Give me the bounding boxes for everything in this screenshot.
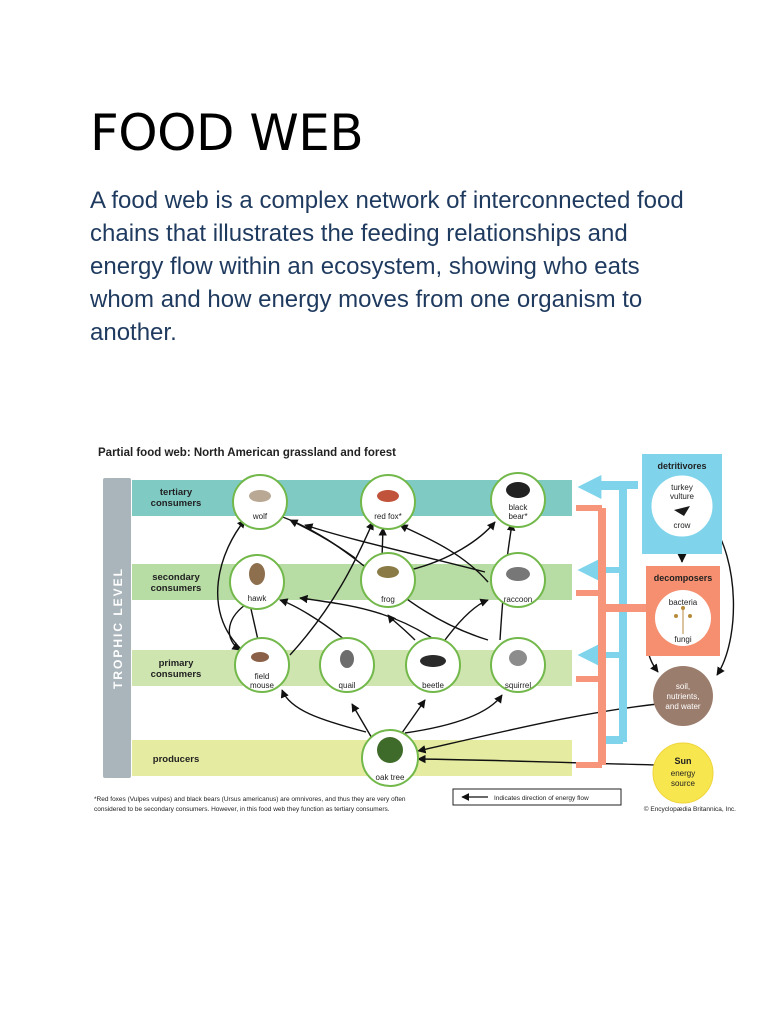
arrow-beetle-to-hawk — [299, 594, 436, 641]
node-beetle: beetle — [405, 637, 461, 693]
svg-text:quail: quail — [339, 681, 356, 690]
field-mouse-icon — [251, 652, 269, 662]
arrow-frog-to-wolf — [289, 519, 356, 559]
svg-text:frog: frog — [381, 595, 395, 604]
trophic-level-label: TROPHIC LEVEL — [111, 567, 125, 689]
arrow-mouse-to-fox — [289, 521, 374, 656]
figure-title: Partial food web: North American grassla… — [98, 447, 396, 459]
arrow-oak-to-squirrel — [404, 694, 503, 734]
svg-text:crow: crow — [674, 521, 691, 530]
node-squirrel: squirrel — [490, 637, 546, 693]
fungi-icon — [674, 606, 692, 634]
node-quail: quail — [319, 637, 375, 693]
arrow-raccoon-to-wolf — [304, 523, 486, 573]
decomposer-flows — [576, 505, 648, 768]
arrow-beetle-to-frog — [387, 614, 416, 641]
arrow-oak-to-mouse — [280, 689, 367, 733]
decomposers-box: decomposers bacteria fungi — [646, 566, 720, 656]
svg-text:beetle: beetle — [422, 681, 444, 690]
beetle-icon — [420, 655, 446, 667]
raccoon-icon — [506, 567, 530, 581]
arrow-beetle-to-raccoon — [444, 598, 489, 641]
svg-text:soil,nutrients,and water: soil,nutrients,and water — [665, 682, 700, 711]
arrow-frog-to-bear — [409, 521, 496, 571]
black-bear-icon — [506, 482, 530, 498]
arrow-hawk-loop — [228, 604, 246, 651]
node-raccoon: raccoon — [490, 552, 546, 608]
node-hawk: hawk — [229, 554, 285, 610]
frog-icon — [377, 566, 399, 578]
node-wolf: wolf — [232, 474, 288, 530]
svg-text:wolf: wolf — [252, 512, 268, 521]
food-web-diagram: Partial food web: North American grassla… — [94, 447, 736, 813]
oak-tree-icon — [377, 737, 403, 763]
quail-icon — [340, 650, 354, 668]
page-title: FOOD WEB — [90, 104, 364, 162]
node-red-fox: red fox* — [360, 474, 416, 530]
wolf-icon — [249, 490, 271, 502]
intro-paragraph: A food web is a complex network of inter… — [90, 187, 684, 346]
svg-text:decomposers: decomposers — [654, 573, 713, 583]
svg-text:hawk: hawk — [248, 594, 268, 603]
soil-node: soil,nutrients,and water — [653, 666, 713, 726]
node-oak-tree: oak tree — [361, 729, 419, 787]
red-fox-icon — [377, 490, 399, 502]
arrow-raccoon-to-fox — [399, 524, 489, 583]
footnote: *Red foxes (Vulpes vulpes) and black bea… — [94, 796, 406, 813]
producer-band — [132, 740, 572, 776]
arrow-quail-to-hawk — [279, 598, 346, 641]
legend: Indicates direction of energy flow — [452, 788, 622, 806]
detritivore-flows — [577, 475, 638, 744]
svg-text:red fox*: red fox* — [374, 512, 402, 521]
node-frog: frog — [360, 552, 416, 608]
trophic-level-bar — [103, 478, 131, 778]
squirrel-icon — [509, 650, 527, 666]
svg-text:oak tree: oak tree — [376, 773, 405, 782]
arrow-oak-to-quail — [351, 703, 374, 741]
hawk-icon — [249, 563, 265, 585]
arrow-soil-to-oak — [417, 701, 678, 754]
svg-text:detritivores: detritivores — [657, 461, 706, 471]
credit: © Encyclopædia Britannica, Inc. — [644, 805, 736, 813]
arrow-sun-to-oak — [417, 754, 659, 766]
svg-text:bacteria: bacteria — [669, 598, 698, 607]
svg-text:squirrel: squirrel — [505, 681, 531, 690]
svg-text:Indicates direction of energy: Indicates direction of energy flow — [494, 795, 589, 802]
food-web-figure: Partial food web: North American grassla… — [90, 440, 740, 820]
svg-text:raccoon: raccoon — [504, 595, 532, 604]
svg-text:fungi: fungi — [674, 635, 692, 644]
energy-flow-arrows — [217, 510, 735, 766]
crow-icon — [674, 506, 690, 516]
producers-level-label: producers — [153, 754, 199, 765]
